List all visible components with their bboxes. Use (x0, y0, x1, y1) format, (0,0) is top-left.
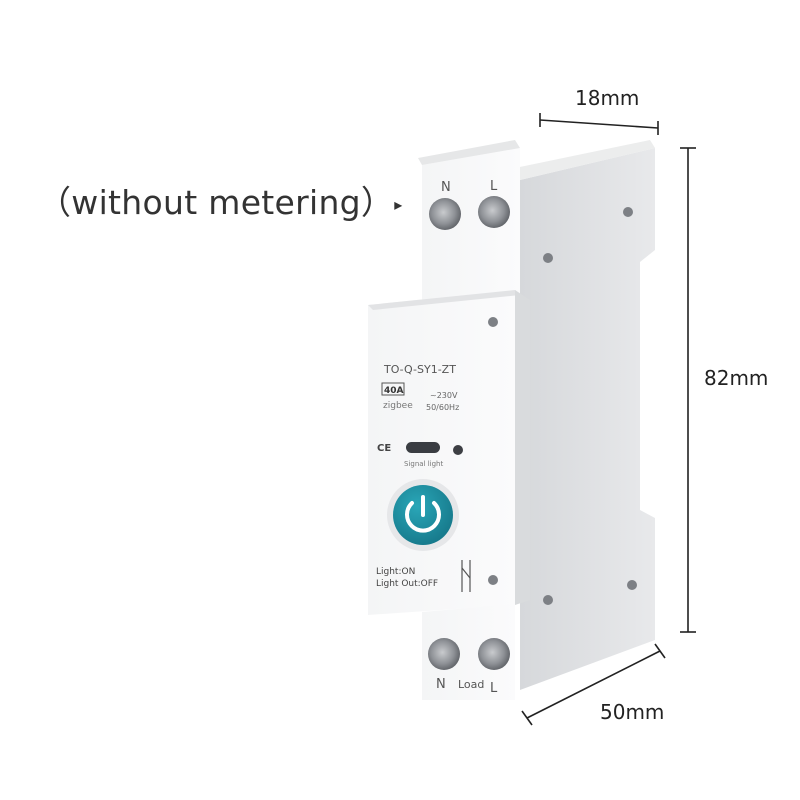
bottom-housing (422, 604, 515, 700)
top-label-n: N (441, 180, 451, 195)
switch-symbol-icon (461, 560, 471, 592)
power-button[interactable] (387, 479, 459, 551)
bottom-label-l: L (490, 681, 498, 696)
device-labels: N L TO-Q-SY1-ZT 40A zigbee ~230V 50/60Hz… (376, 179, 498, 696)
depth-dimension-label: 50mm (600, 700, 665, 724)
dimension-lines (521, 113, 696, 726)
signal-light-indicator (406, 442, 440, 453)
current-rating: 40A (384, 386, 404, 396)
terminal-l-bottom (478, 638, 510, 670)
power-icon (405, 501, 441, 533)
protocol-label: zigbee (383, 401, 413, 411)
light-on-text: Light:ON (376, 567, 415, 577)
bottom-label-load: Load (458, 678, 484, 691)
caption-arrow: ▸ (394, 195, 403, 214)
voltage-label: ~230V (430, 391, 458, 400)
terminal-n-bottom (428, 638, 460, 670)
ce-mark: CE (377, 443, 391, 454)
height-dimension-label: 82mm (704, 366, 769, 390)
caption: （without metering）▸ (38, 176, 403, 224)
terminal-l-top (478, 196, 510, 228)
signal-light-label: Signal light (404, 460, 443, 468)
frequency-label: 50/60Hz (426, 403, 459, 412)
front-panel (368, 290, 530, 615)
light-off-text: Light Out:OFF (376, 579, 438, 589)
terminal-n-top (429, 198, 461, 230)
model-label: TO-Q-SY1-ZT (383, 363, 456, 376)
width-dimension-label: 18mm (575, 86, 640, 110)
top-label-l: L (490, 179, 498, 194)
bottom-label-n: N (436, 677, 446, 692)
reset-icon (453, 445, 463, 455)
breaker-side (515, 140, 655, 690)
top-housing (418, 140, 520, 306)
caption-text: （without metering） (38, 183, 395, 222)
